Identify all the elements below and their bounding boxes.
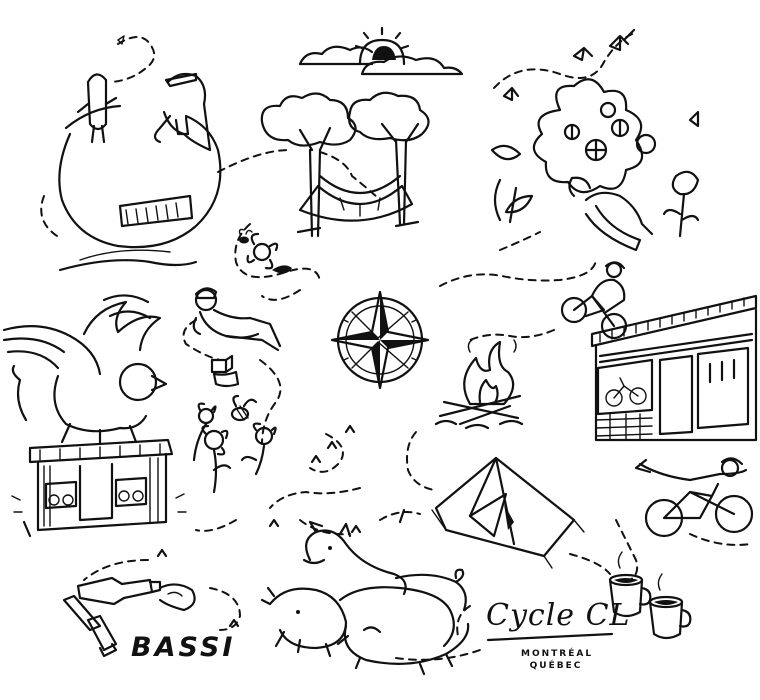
- resting-person: [192, 287, 282, 388]
- flower-icon: [192, 402, 277, 494]
- griffin-icon: [2, 294, 168, 446]
- pig-icon: [260, 520, 470, 676]
- brand-bassi: BASSI: [131, 632, 236, 663]
- flower-bouquet-icon: [490, 78, 700, 252]
- city-label: MONTRÉAL: [521, 649, 594, 659]
- bicycle-icon: [634, 457, 754, 538]
- brand-underline: [486, 632, 614, 642]
- coffee-cup-icon: [608, 551, 692, 640]
- flower-icon: [246, 232, 292, 274]
- fly-icon: [22, 424, 406, 628]
- campfire-icon: [434, 339, 524, 430]
- storefront-icon: [11, 438, 187, 532]
- brand-cycle: Cycle CL: [486, 598, 631, 633]
- compass-rose-icon: [330, 290, 430, 390]
- bottle-icon: [62, 576, 196, 658]
- globe-icon: [58, 72, 222, 272]
- tree-icon: [260, 91, 430, 238]
- bee-icon: [230, 228, 258, 422]
- sun-icon: [298, 26, 464, 76]
- brand-location: MONTRÉAL QUÉBEC: [521, 648, 591, 672]
- bicycle-icon: [560, 261, 628, 340]
- storefront-icon: [590, 294, 758, 442]
- province-label: QUÉBEC: [529, 661, 583, 671]
- tent-icon: [431, 456, 585, 569]
